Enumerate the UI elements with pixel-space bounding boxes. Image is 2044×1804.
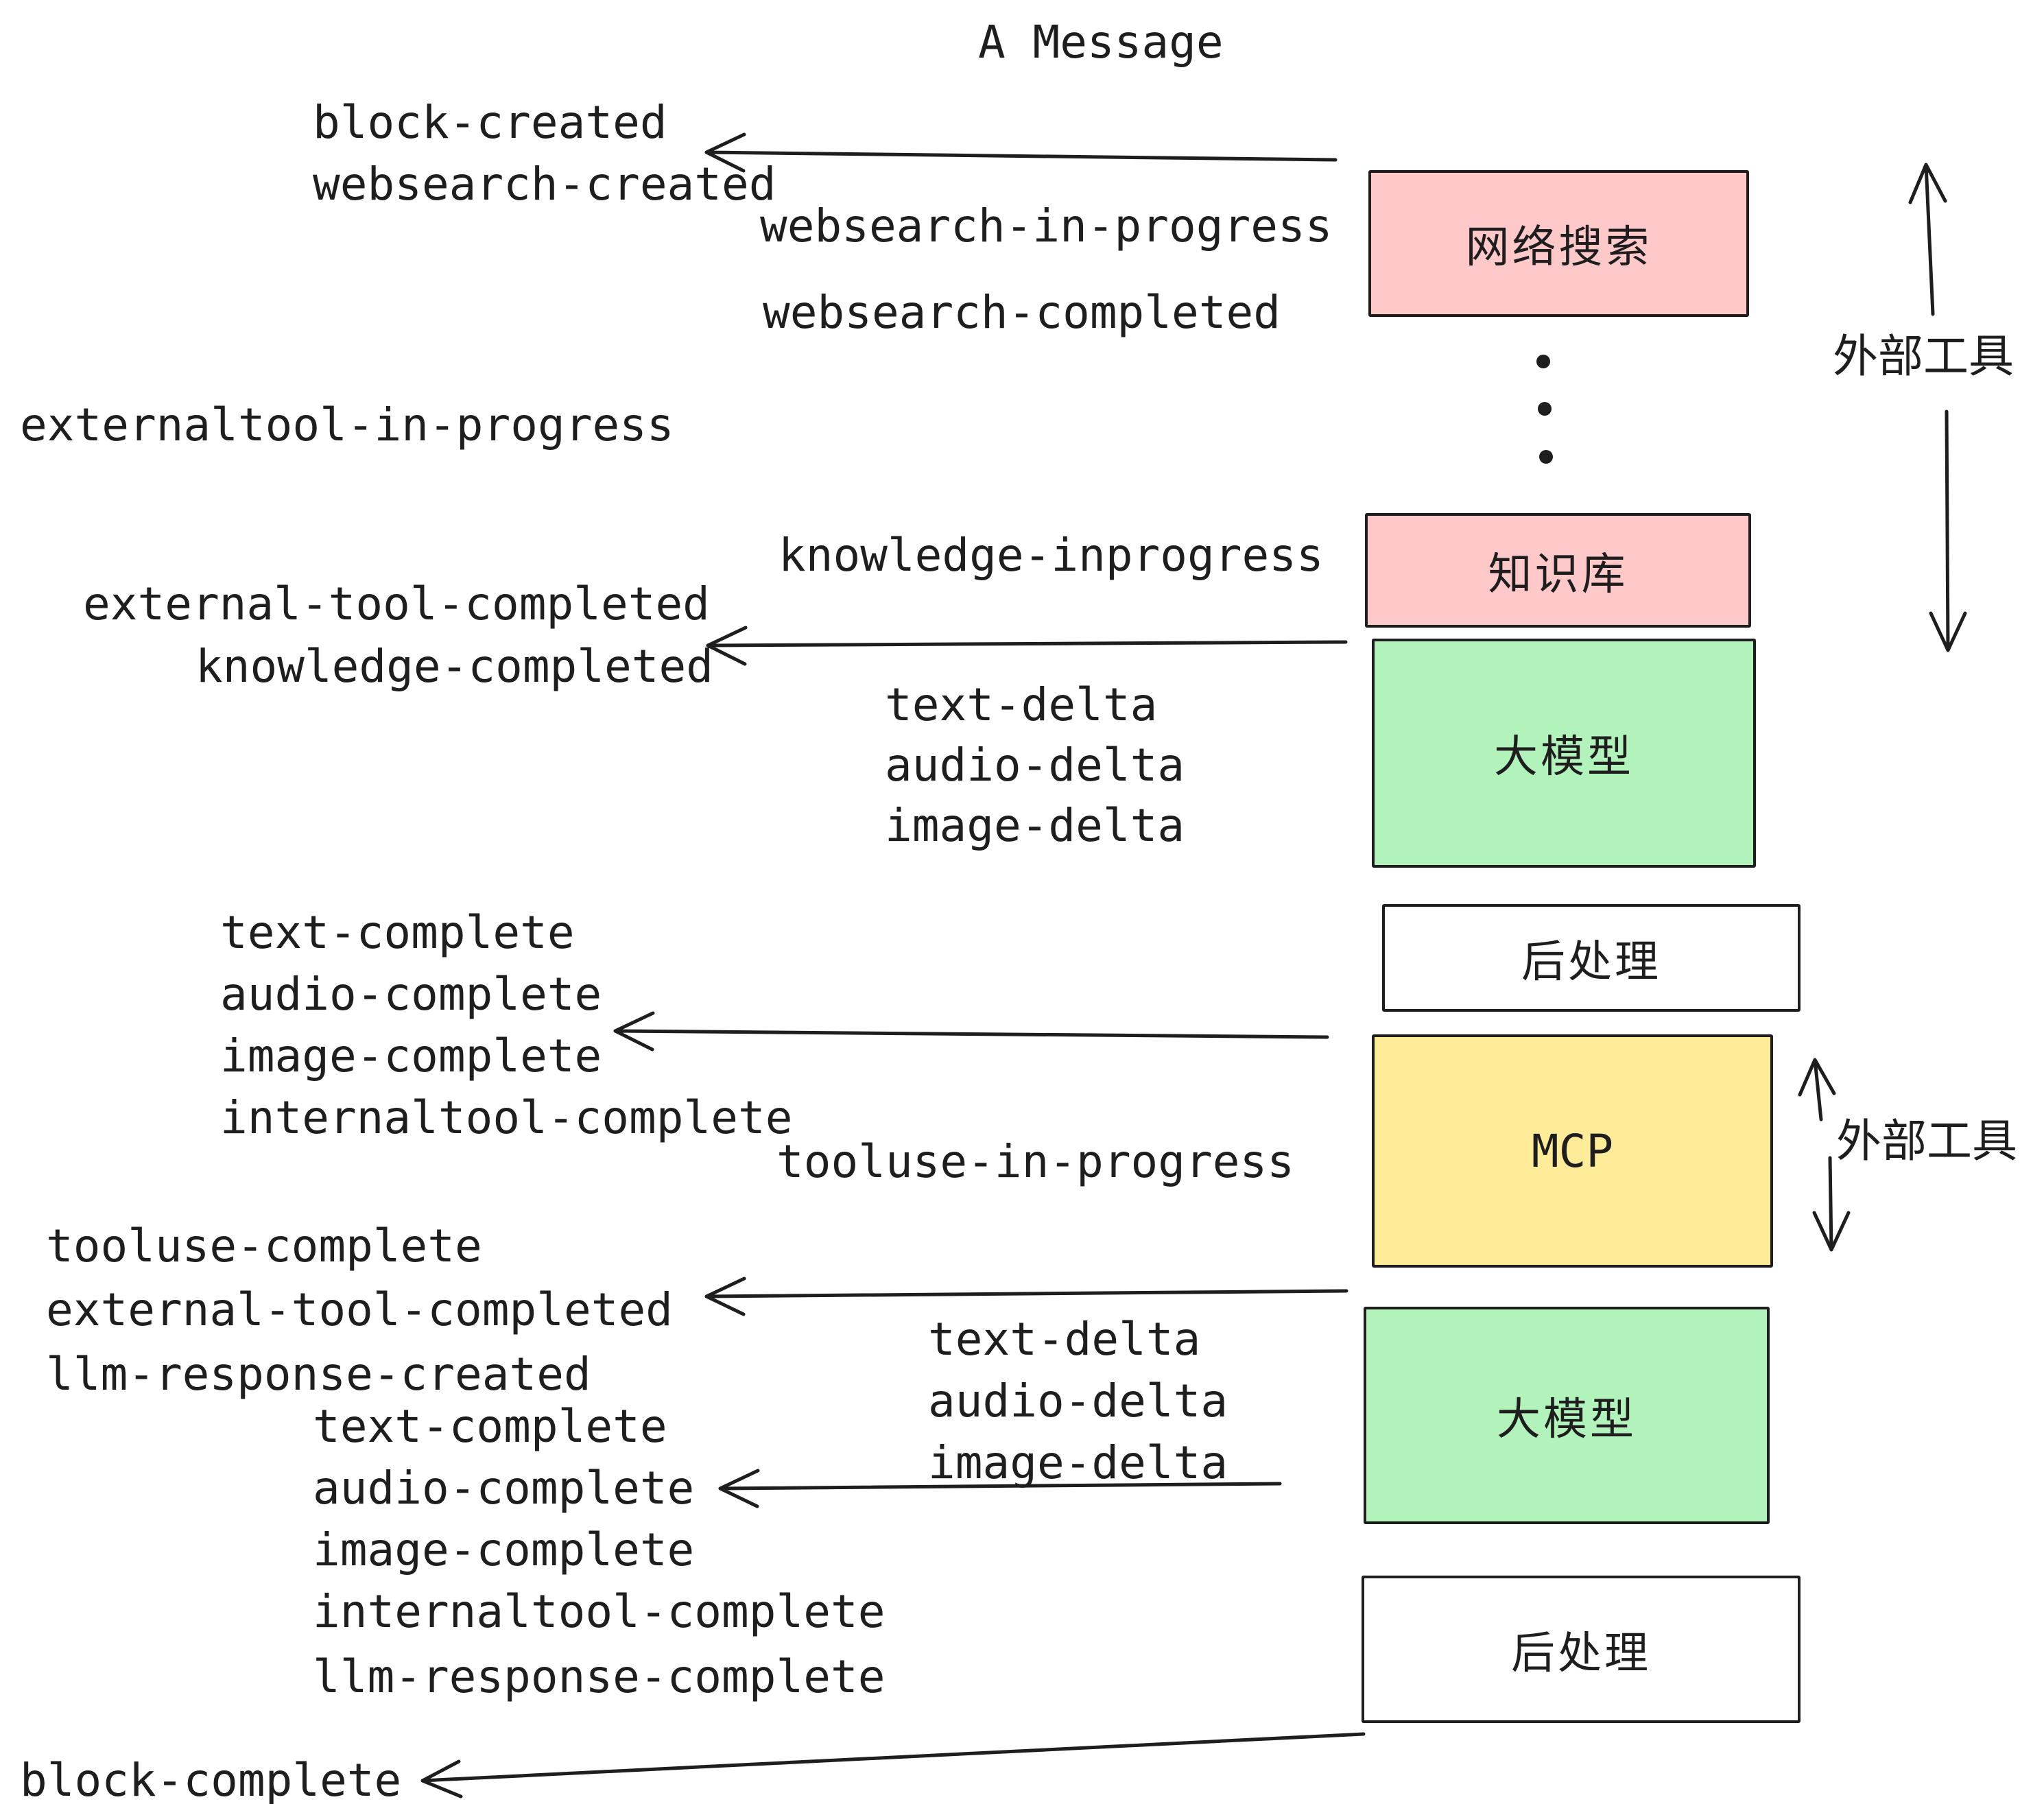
event-label-block-complete: block-complete [20, 1754, 402, 1804]
node-llm-1: 大模型 [1372, 639, 1756, 868]
event-label-tooluse-in-progress: tooluse-in-progress [776, 1135, 1294, 1188]
external-tools-arrow-down-bottom [1812, 1156, 1851, 1252]
arrow-to-tooluse-complete [704, 1277, 1348, 1316]
event-label-audio-complete-2: audio-complete [313, 1462, 695, 1515]
node-mcp: MCP [1372, 1034, 1773, 1268]
node-postprocess-2-label: 后处理 [1511, 1628, 1651, 1678]
node-websearch: 网络搜索 [1368, 170, 1749, 317]
arrow-to-image-complete [613, 1011, 1329, 1052]
node-postprocess-1: 后处理 [1382, 904, 1801, 1012]
event-label-image-complete-1: image-complete [220, 1030, 602, 1082]
event-label-image-complete-2: image-complete [313, 1523, 695, 1576]
event-label-websearch-created: websearch-created [313, 158, 776, 211]
event-label-knowledge-inprogress: knowledge-inprogress [779, 529, 1324, 582]
external-tools-arrow-up-bottom [1798, 1058, 1836, 1121]
event-label-external-tool-completed-2: external-tool-completed [46, 1283, 673, 1336]
event-label-internaltool-complete-2: internaltool-complete [313, 1585, 886, 1638]
event-label-audio-delta-2: audio-delta [928, 1375, 1228, 1427]
arrow-to-websearch-created [704, 132, 1338, 173]
event-label-external-tool-completed: external-tool-completed [83, 578, 710, 630]
event-label-image-delta-1: image-delta [885, 799, 1185, 852]
node-knowledge: 知识库 [1365, 513, 1751, 628]
external-tools-arrow-down-top [1929, 410, 1967, 652]
event-label-text-complete-1: text-complete [220, 906, 575, 959]
node-llm-2-label: 大模型 [1497, 1394, 1637, 1444]
node-mcp-label: MCP [1531, 1124, 1614, 1178]
external-tools-label-bottom: 外部工具 [1836, 1115, 2017, 1166]
event-label-text-delta-1: text-delta [885, 678, 1158, 731]
external-tools-arrow-up-top [1908, 163, 1947, 316]
event-label-llm-response-created: llm-response-created [46, 1348, 591, 1401]
node-postprocess-1-label: 后处理 [1521, 936, 1661, 986]
event-label-block-created: block-created [313, 96, 667, 149]
event-label-knowledge-completed: knowledge-completed [195, 640, 713, 693]
arrow-to-block-complete [420, 1732, 1366, 1799]
event-label-tooluse-complete: tooluse-complete [46, 1220, 482, 1272]
node-websearch-label: 网络搜索 [1465, 222, 1652, 272]
event-label-internaltool-complete-1: internaltool-complete [220, 1091, 793, 1144]
event-label-websearch-in-progress: websearch-in-progress [760, 200, 1333, 252]
node-llm-2: 大模型 [1364, 1307, 1770, 1524]
event-label-llm-response-complete: llm-response-complete [313, 1650, 886, 1703]
event-label-text-complete-2: text-complete [313, 1400, 667, 1453]
node-knowledge-label: 知识库 [1488, 549, 1628, 599]
event-label-text-delta-2: text-delta [928, 1313, 1201, 1366]
external-tools-label-top: 外部工具 [1833, 331, 2014, 381]
node-llm-1-label: 大模型 [1494, 732, 1634, 781]
node-postprocess-2: 后处理 [1362, 1576, 1801, 1723]
vertical-ellipsis-icon [1536, 355, 1553, 464]
event-label-externaltool-in-progress: externaltool-in-progress [20, 399, 674, 451]
event-label-image-delta-2: image-delta [928, 1436, 1228, 1489]
diagram-title: A Message [978, 16, 1224, 69]
event-label-websearch-completed: websearch-completed [763, 286, 1281, 339]
event-label-audio-complete-1: audio-complete [220, 968, 602, 1021]
event-label-audio-delta-1: audio-delta [885, 739, 1185, 792]
arrow-to-knowledge-completed [706, 626, 1348, 666]
